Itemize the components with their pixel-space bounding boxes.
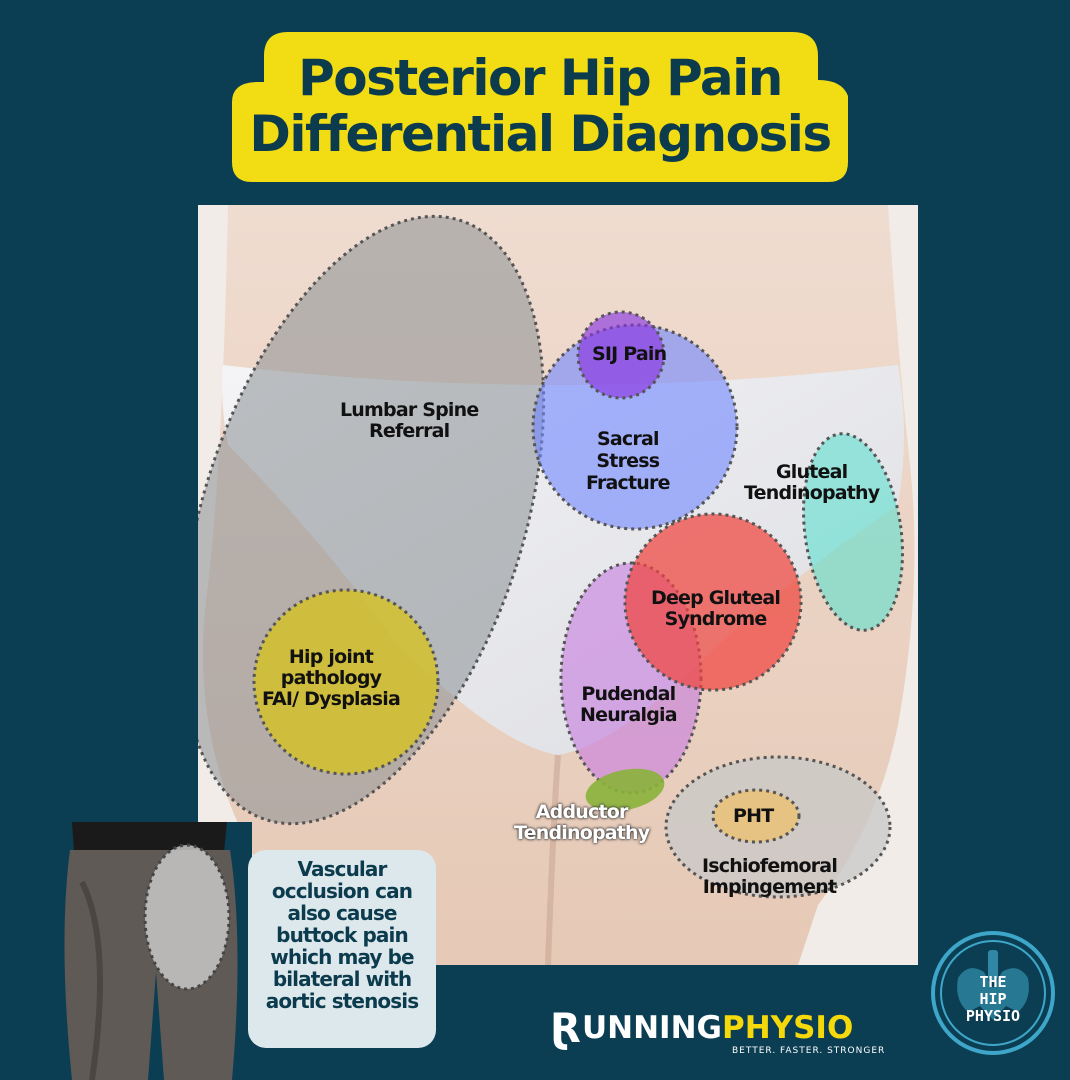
brand-tagline: BETTER. FASTER. STRONGER [732,1046,886,1056]
buttocks-diagram [198,205,918,965]
runner-r-icon: Ɽ [550,1006,581,1052]
vascular-occlusion-note: Vascular occlusion can also cause buttoc… [248,850,436,1048]
runningphysio-logo: Ɽ UNNINGPHYSIO BETTER. FASTER. STRONGER [550,1004,930,1060]
label-pht: PHT [733,805,774,827]
title-banner-shape [232,32,848,182]
waistband [72,822,227,852]
region-sij-pain [576,310,666,400]
the-hip-physio-badge: THE HIP PHYSIO [928,928,1058,1058]
region-gluteal-tendinopathy [802,432,904,632]
region-pht [711,788,801,844]
gluteal-cleft [545,754,561,965]
region-vascular-occlusion [143,843,231,991]
page-title: Posterior Hip Pain Differential Diagnosi… [218,50,862,162]
region-adductor-tendinopathy [585,768,665,812]
brand-wordmark: UNNINGPHYSIO [582,1010,854,1046]
region-deep-gluteal-syndrome [623,512,803,692]
leggings-photo [52,822,252,1080]
region-hip-joint-pathology [252,588,440,776]
title-banner: Posterior Hip Pain Differential Diagnosi… [218,32,862,182]
title-line-2: Differential Diagnosis [249,105,832,163]
pelvis-icon [931,931,1055,1055]
title-line-1: Posterior Hip Pain [298,49,783,107]
badge-text: THE HIP PHYSIO [965,973,1021,1025]
label-sij-pain: SIJ Pain [592,343,667,365]
